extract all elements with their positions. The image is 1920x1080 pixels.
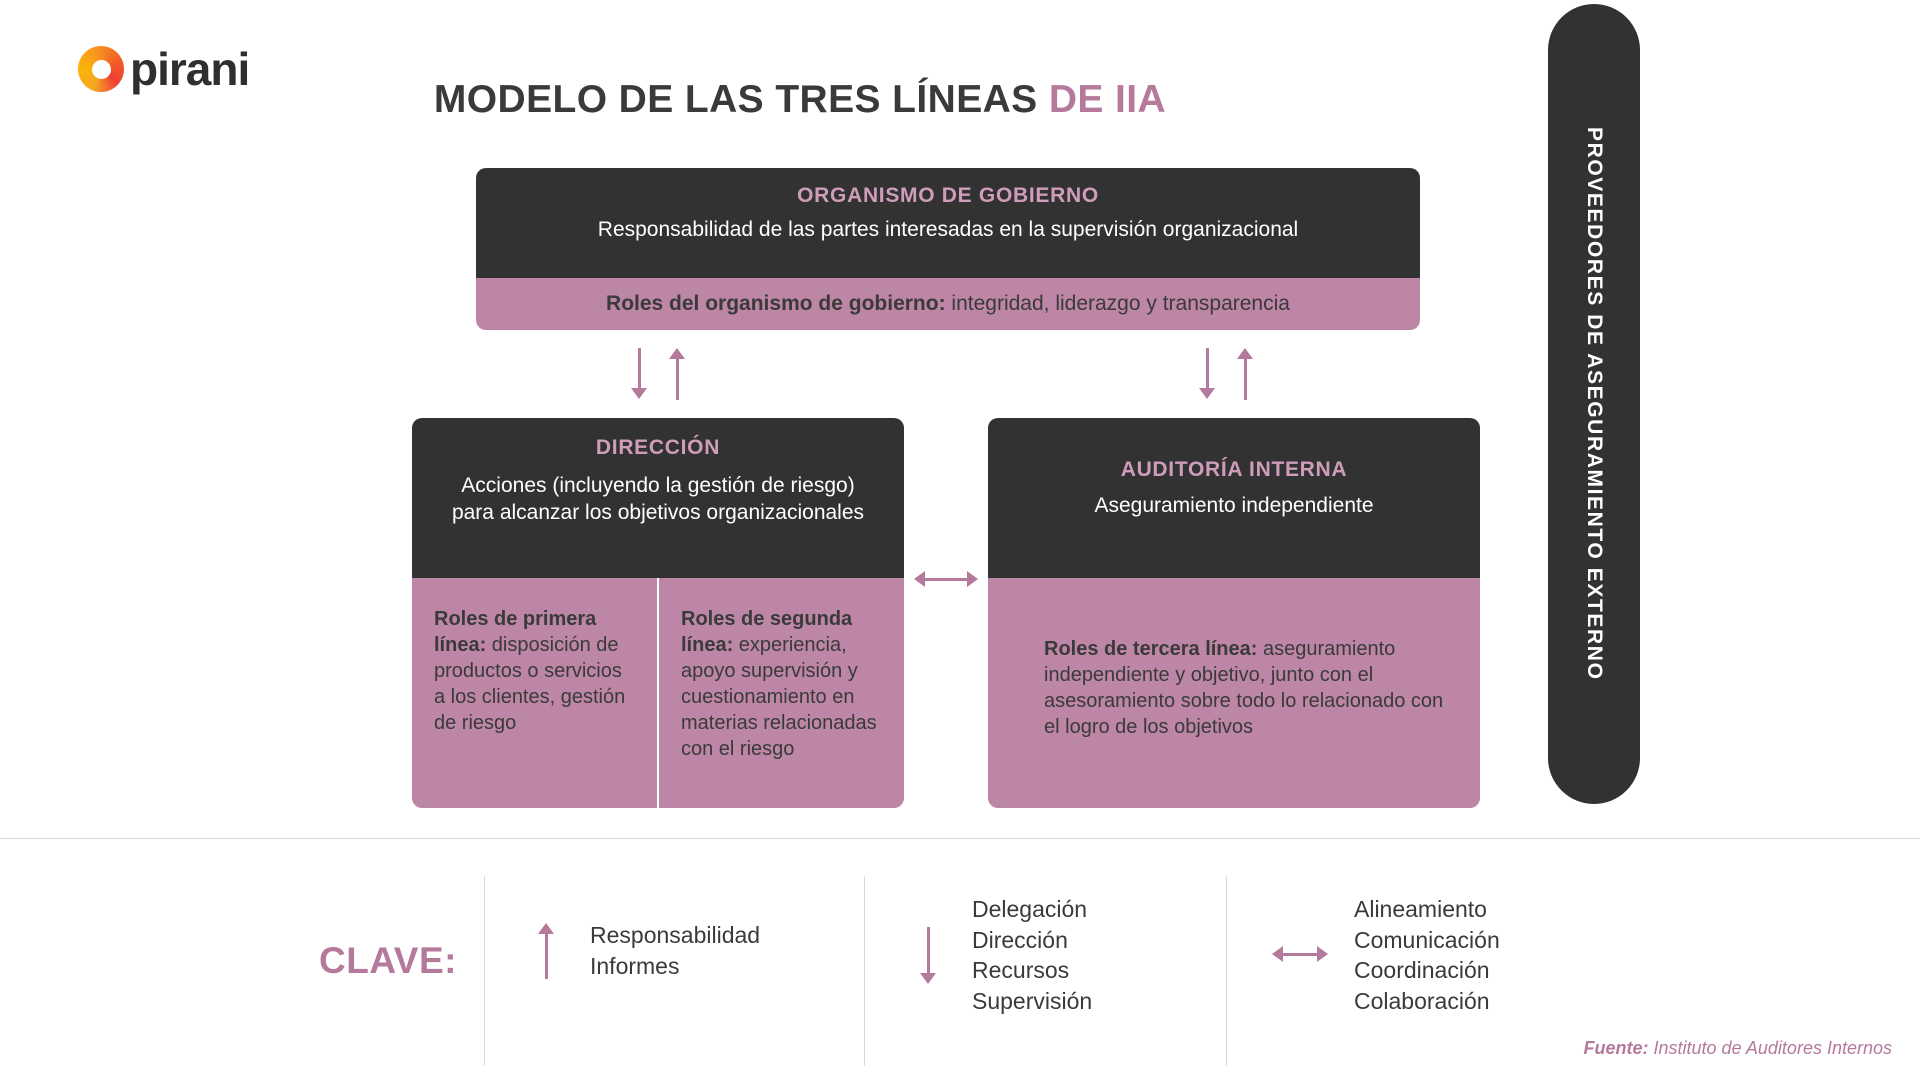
legend-item-alineamiento: Alineamiento Comunicación Coordinación C… [1272,894,1500,1016]
page-title-main: MODELO DE LAS TRES LÍNEAS [433,78,1049,121]
governing-body-header: ORGANISMO DE GOBIERNO Responsabilidad de… [476,168,1420,278]
third-line-roles-label: Roles de tercera línea: [1044,638,1258,660]
source-text: Instituto de Auditores Internos [1648,1037,1892,1058]
first-line-roles-text: disposición de productos o servicios a l… [434,634,626,734]
governing-body-roles-text: integridad, liderazgo y transparencia [945,292,1290,316]
brand-logo: pirani [78,43,250,95]
legend-section: CLAVE: Responsabilidad Informes Delegaci… [0,862,1920,1080]
internal-audit-subtitle: Aseguramiento independiente [1094,494,1374,517]
legend-item-label: Responsabilidad Informes [590,922,761,979]
second-line-roles: Roles de segunda línea: experiencia, apo… [681,606,884,762]
governing-body-card: ORGANISMO DE GOBIERNO Responsabilidad de… [476,168,1420,330]
governing-body-roles-band: Roles del organismo de gobierno: integri… [476,278,1420,330]
arrow-up-shaft [676,358,679,400]
first-line-roles-label: Roles de primera línea: [434,608,597,656]
legend-title: CLAVE: [319,940,457,981]
second-line-roles-column: Roles de segunda línea: experiencia, apo… [657,578,904,808]
arrow-left-right-icon [1272,945,1328,965]
management-roles-columns: Roles de primera línea: disposición de p… [412,578,904,808]
management-card: DIRECCIÓN Acciones (incluyendo la gestió… [412,418,904,808]
source-label: Fuente: [1583,1037,1649,1058]
first-line-roles: Roles de primera línea: disposición de p… [434,606,637,736]
page-title: MODELO DE LAS TRES LÍNEAS DE IIA [0,78,1920,122]
first-line-roles-column: Roles de primera línea: disposición de p… [412,578,657,808]
arrow-up-head-icon [669,348,685,359]
internal-audit-header: AUDITORÍA INTERNA Aseguramiento independ… [988,418,1480,578]
arrow-horizontal-shaft [923,578,969,581]
page-title-accent: DE IIA [1048,78,1167,121]
internal-audit-roles-panel: Roles de tercera línea: aseguramiento in… [988,578,1480,808]
arrows-governance-management [630,348,700,400]
governing-body-subtitle: Responsabilidad de las partes interesada… [597,218,1299,241]
legend-item-label: Delegación Dirección Recursos Supervisió… [972,896,1093,1014]
second-line-roles-label: Roles de segunda línea: [681,608,853,656]
management-caption: DIRECCIÓN [595,436,721,459]
arrow-up-shaft [1244,358,1247,400]
second-line-roles-text: experiencia, apoyo supervisión y cuestio… [681,634,877,760]
governing-body-roles-label: Roles del organismo de gobierno: [606,292,946,316]
management-header: DIRECCIÓN Acciones (incluyendo la gestió… [412,418,904,578]
governing-body-caption: ORGANISMO DE GOBIERNO [797,184,1099,207]
three-lines-diagram: ORGANISMO DE GOBIERNO Responsabilidad de… [412,4,1640,808]
brand-wordmark: pirani [130,43,250,95]
arrow-left-head-icon [914,571,925,587]
internal-audit-caption: AUDITORÍA INTERNA [1120,458,1348,481]
external-assurance-bar: PROVEEDORES DE ASEGURAMIENTO EXTERNO [1548,4,1640,804]
arrow-down-head-icon [1199,388,1215,399]
arrow-down-head-icon [631,388,647,399]
arrow-up-icon [530,922,564,979]
legend-item-label: Alineamiento Comunicación Coordinación C… [1354,896,1500,1014]
legend-rule-1 [484,876,485,1066]
legend-divider [0,838,1920,839]
third-line-roles: Roles de tercera línea: aseguramiento in… [1044,636,1446,740]
legend-item-delegacion: Delegación Dirección Recursos Supervisió… [912,894,1092,1016]
arrow-up-head-icon [1237,348,1253,359]
arrow-down-shaft [1206,348,1209,390]
arrow-right-head-icon [967,571,978,587]
legend-rule-2 [864,876,865,1066]
external-assurance-label: PROVEEDORES DE ASEGURAMIENTO EXTERNO [1583,127,1606,681]
internal-audit-card: AUDITORÍA INTERNA Aseguramiento independ… [988,418,1480,808]
arrow-management-audit [914,570,978,590]
governing-body-roles: Roles del organismo de gobierno: integri… [606,290,1290,317]
third-line-roles-text: aseguramiento independiente y objetivo, … [1044,638,1444,738]
arrow-down-icon [912,927,946,985]
legend-rule-3 [1226,876,1227,1066]
management-subtitle: Acciones (incluyendo la gestión de riesg… [451,474,865,524]
legend-item-responsabilidad: Responsabilidad Informes [530,920,760,981]
arrow-down-shaft [638,348,641,390]
source-attribution: Fuente: Instituto de Auditores Internos [1584,1036,1892,1060]
arrows-governance-audit [1198,348,1268,400]
pirani-ring-logo-icon [78,46,124,92]
